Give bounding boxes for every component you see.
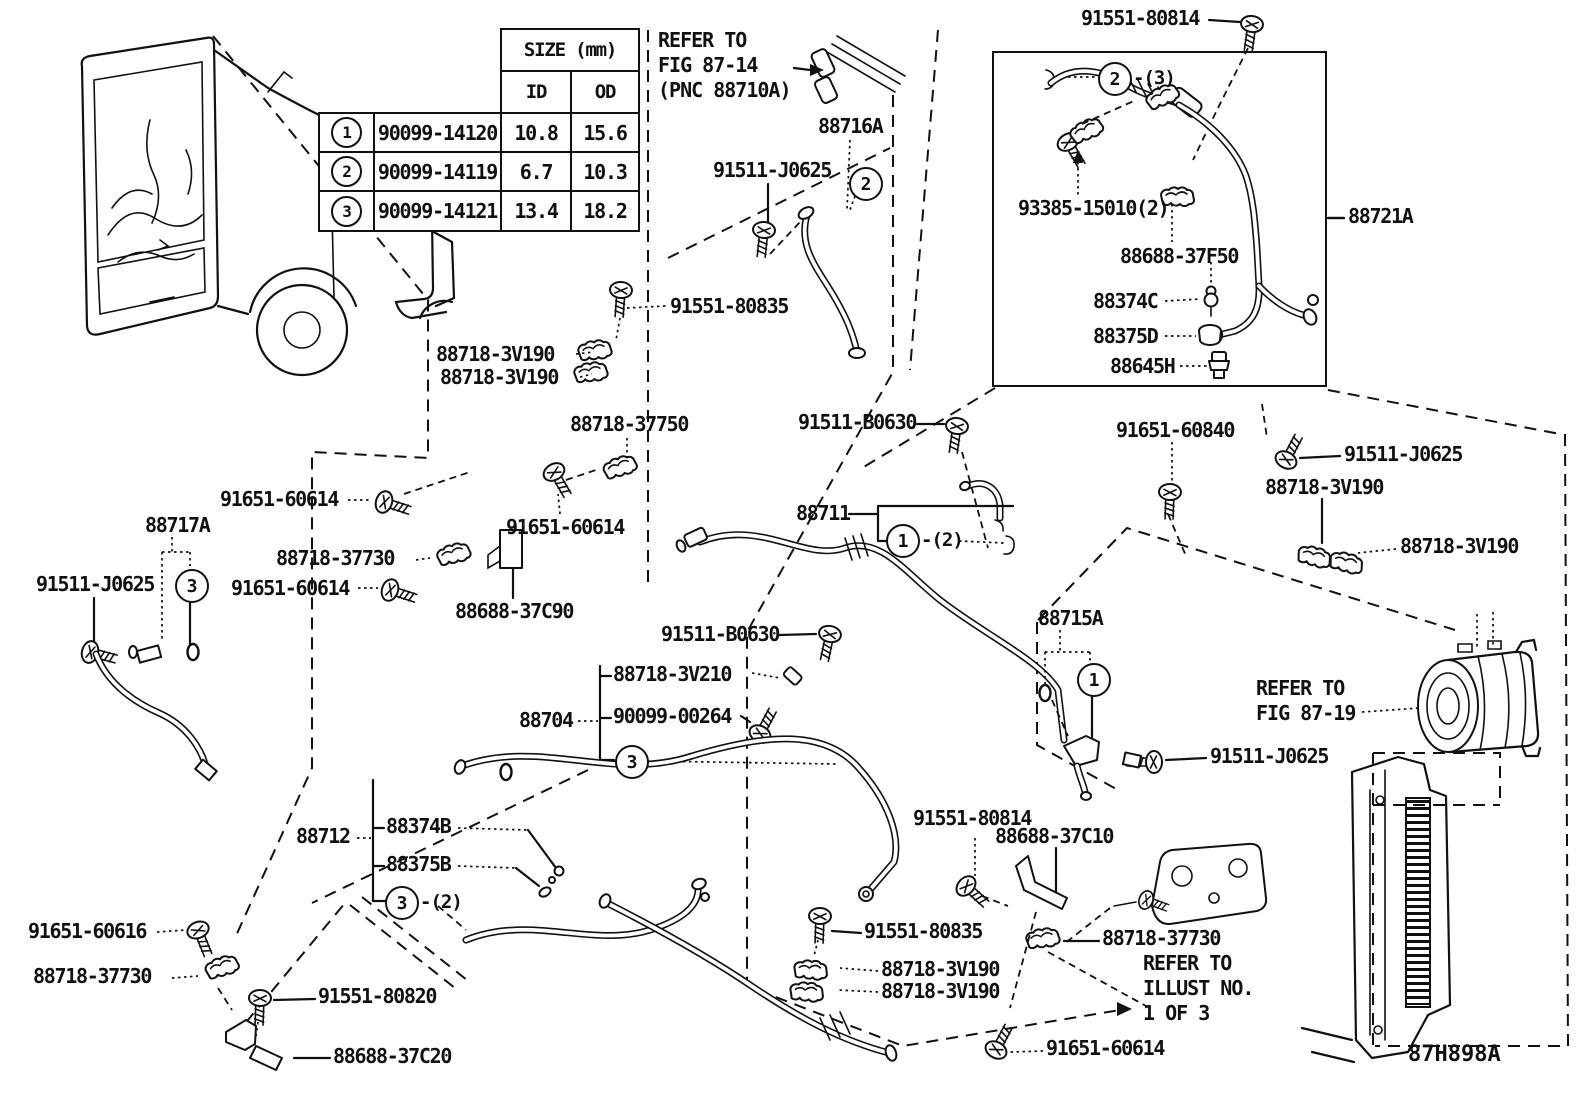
part-label: 88716A [818,114,884,138]
part-label: 88717A [145,513,211,537]
hose-88704 [453,622,900,902]
callout-suffix: -(2) [420,891,463,913]
part-label: 91651-60614 [220,487,339,511]
part-label: 91651-60614 [231,576,350,600]
part-label: 88711 [796,501,851,525]
part-label: 88718-3V190 [881,957,1000,981]
part-label: 88718-3V190 [881,979,1000,1003]
part-label: 90099-00264 [613,704,732,728]
callout-ref: 1 [1077,663,1111,697]
size-table-part-cell: 90099-14121 [373,190,502,232]
part-label: 91651-60840 [1116,418,1235,442]
part-label: 93385-15010(2) [1018,196,1170,220]
reference-note: REFER TO FIG 87-19 [1256,676,1356,725]
size-table-od-cell: 10.3 [570,151,640,192]
part-label: 88375B [386,852,452,876]
size-table-header: SIZE (mm) [500,28,640,72]
size-table-col-id: ID [500,70,572,114]
size-table-id-cell: 6.7 [500,151,572,192]
callout-ref: 3 [175,569,209,603]
callout-ref: 3-(2) [385,886,463,920]
part-label: 91551-80835 [864,919,983,943]
part-label: 91551-80820 [318,984,437,1008]
part-label: 91511-J0625 [1344,442,1463,466]
callout-ref: 3 [615,745,649,779]
condenser-bracket [1063,842,1268,945]
part-label: 88712 [296,824,351,848]
size-table-od-cell: 18.2 [570,190,640,232]
bottom-left-brackets [156,917,332,1071]
pipe-88715A [1038,630,1208,801]
part-label: 91511-J0625 [36,572,155,596]
callout-suffix: -(2) [921,529,964,551]
part-label: 88374C [1093,289,1159,313]
part-label: 91511-J0625 [713,158,832,182]
callout-ref: 2-(3) [1098,62,1176,96]
hose-88711 [675,415,1068,744]
size-table-col-od: OD [570,70,640,114]
size-table-part-cell: 90099-14120 [373,112,502,153]
part-label: 91651-60616 [28,919,147,943]
part-label: 88375D [1093,324,1159,348]
part-label: 88688-37C10 [995,824,1114,848]
circled-ref: 2 [331,156,362,187]
part-label: 88721A [1348,204,1414,228]
circled-ref: 3 [331,195,362,227]
part-label: 88718-3V210 [613,662,732,686]
size-table-id-cell: 13.4 [500,190,572,232]
part-label: 91551-80835 [670,294,789,318]
part-label: 88688-37F50 [1120,244,1239,268]
part-label: 91551-80814 [1081,6,1200,30]
drawing-code: 87H898A [1408,1042,1501,1067]
compressor-drawing [1361,638,1542,758]
part-box-88721A [992,13,1346,387]
right-side-hardware [1157,403,1397,577]
part-label: 88718-3V190 [436,342,555,366]
pipe-88712-and-suction-hose [357,778,898,1062]
size-table-id-cell: 10.8 [500,112,572,153]
part-label: 91511-B0630 [798,410,917,434]
part-label: 88718-3V190 [1400,534,1519,558]
part-label: 88715A [1038,606,1104,630]
circled-ref: 1 [331,117,362,148]
bottom-center-hardware [788,838,1147,1064]
part-label: 88374B [386,814,452,838]
callout-suffix: -(3) [1133,67,1176,89]
size-table-ref-cell: 2 [318,151,375,192]
part-label: 91651-60614 [1046,1036,1165,1060]
part-label: 88688-37C20 [333,1044,452,1068]
condenser-drawing [1300,755,1452,1064]
size-table-od-cell: 15.6 [570,112,640,153]
part-label: 88718-37750 [570,412,689,436]
part-label: 88688-37C90 [455,599,574,623]
part-label: 88718-37730 [1102,926,1221,950]
part-label: 88645H [1110,354,1176,378]
part-label: 91511-J0625 [1210,744,1329,768]
callout-ref: 2 [849,167,883,201]
part-label: 88718-37730 [276,546,395,570]
top-connector-and-pipe [749,35,906,359]
upper-middle-hardware [348,280,667,610]
part-label: 88704 [519,708,574,732]
size-table-part-cell: 90099-14119 [373,151,502,192]
size-table-ref-cell: 3 [318,190,375,232]
part-label: 88718-3V190 [1265,475,1384,499]
part-label: 88718-37730 [33,964,152,988]
part-label: 91651-60614 [506,515,625,539]
part-label: 91511-B0630 [661,622,780,646]
callout-ref: 1-(2) [886,524,964,558]
part-label: 88718-3V190 [440,365,559,389]
region-boundaries [212,29,1570,1048]
part-label: 91551-80814 [913,806,1032,830]
size-table-ref-cell: 1 [318,112,375,153]
hose-88717A [78,537,218,782]
reference-note: REFER TO FIG 87-14 (PNC 88710A) [658,28,791,102]
reference-note: REFER TO ILLUST NO. 1 OF 3 [1143,951,1254,1025]
